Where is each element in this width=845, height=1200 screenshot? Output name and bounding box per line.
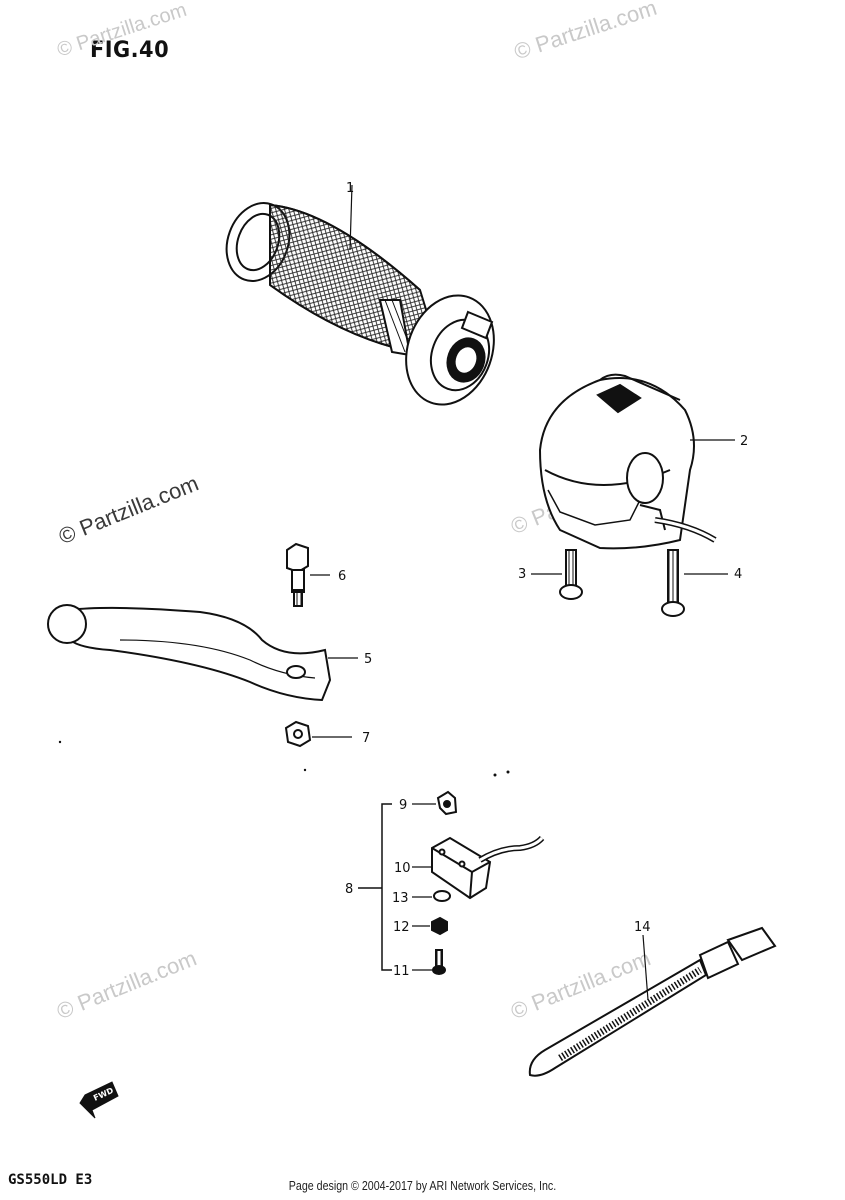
- callout-11: 11: [393, 964, 410, 979]
- page-footer: Page design © 2004-2017 by ARI Network S…: [288, 1178, 557, 1193]
- callout-12: 12: [393, 920, 410, 935]
- callout-8: 8: [345, 882, 353, 897]
- figure-title: FIG.40: [90, 38, 170, 63]
- callout-6: 6: [338, 569, 346, 584]
- switch-washer-drawing: [412, 890, 451, 902]
- assembly-bracket: [358, 803, 392, 971]
- lever-nut-drawing: [284, 720, 352, 748]
- callout-1: 1: [346, 181, 354, 196]
- callout-4: 4: [734, 567, 742, 582]
- cable-tie-drawing: [528, 926, 777, 1077]
- callout-3: 3: [518, 567, 526, 582]
- grip-drawing: [225, 184, 495, 406]
- switch-screw-drawing: [412, 949, 446, 975]
- lever-bolt-drawing: [286, 542, 330, 607]
- switch-clip-drawing: [412, 790, 458, 816]
- callout-9: 9: [399, 798, 407, 813]
- callout-2: 2: [740, 434, 748, 449]
- model-code: GS550LD E3: [8, 1172, 93, 1188]
- switch-nut-drawing: [412, 916, 448, 936]
- clutch-switch-drawing: [412, 835, 545, 900]
- callout-7: 7: [362, 731, 370, 746]
- switch-housing-drawing: [538, 373, 735, 550]
- speck: [58, 740, 510, 777]
- callout-14: 14: [634, 920, 651, 935]
- callout-5: 5: [364, 652, 372, 667]
- screw-long-drawing: [661, 549, 728, 617]
- callout-10: 10: [394, 861, 411, 876]
- callout-13: 13: [392, 891, 409, 906]
- clutch-lever-drawing: [47, 604, 358, 702]
- fwd-arrow-icon: FWD: [79, 1081, 119, 1119]
- screw-short-drawing: [531, 549, 583, 600]
